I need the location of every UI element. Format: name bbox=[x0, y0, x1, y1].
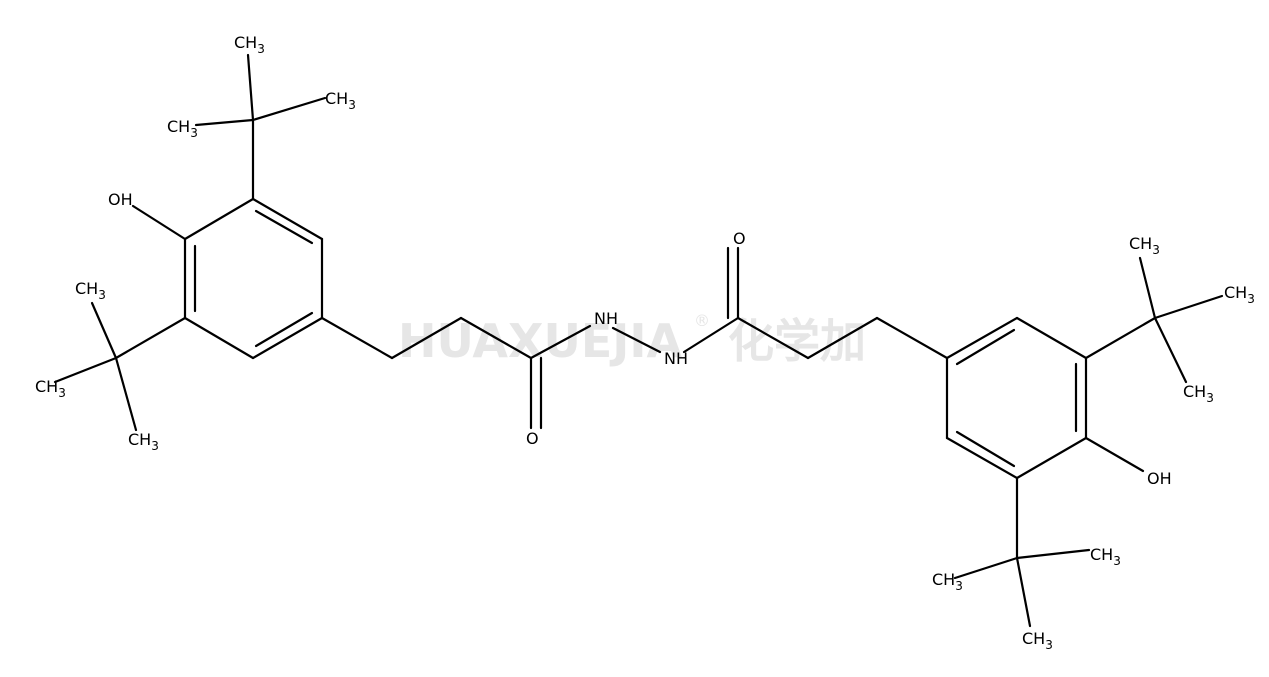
label-nh-right: NH bbox=[664, 349, 688, 368]
label-ch3-left-top-left: CH3 bbox=[167, 117, 198, 140]
watermark-cn: 化学加 bbox=[728, 314, 866, 368]
right-bottom-tert-butyl-bonds bbox=[953, 476, 1091, 628]
right-propanoyl-chain bbox=[682, 246, 949, 360]
label-nh-left: NH bbox=[594, 309, 618, 328]
left-top-tert-butyl-bonds bbox=[194, 53, 327, 201]
label-oh-right: OH bbox=[1147, 469, 1172, 488]
left-bottom-tert-butyl-bonds bbox=[53, 301, 187, 432]
label-ch3-right-top-down: CH3 bbox=[1183, 382, 1214, 405]
label-ch3-left-mid-bottom: CH3 bbox=[128, 430, 159, 453]
left-oh-bond bbox=[131, 204, 187, 241]
right-top-tert-butyl-bonds bbox=[1084, 256, 1224, 384]
label-o-bottom: O bbox=[526, 429, 539, 448]
label-ch3-right-bottom-right: CH3 bbox=[1090, 545, 1121, 568]
label-ch3-left-top-right: CH3 bbox=[325, 89, 356, 112]
label-ch3-right-bottom-left: CH3 bbox=[932, 570, 963, 593]
atom-labels: CH3 CH3 CH3 OH CH3 CH3 CH3 NH NH O O CH3… bbox=[35, 33, 1255, 652]
left-propanoyl-chain bbox=[320, 316, 592, 430]
label-oh-left: OH bbox=[108, 190, 133, 209]
right-oh-bond bbox=[1084, 436, 1145, 473]
label-ch3-top: CH3 bbox=[234, 33, 265, 56]
watermark-registered-mark: ® bbox=[694, 311, 710, 330]
label-ch3-right-top-right: CH3 bbox=[1224, 283, 1255, 306]
label-o-top: O bbox=[733, 229, 746, 248]
label-ch3-left-mid-left: CH3 bbox=[35, 377, 66, 400]
n-n-bond bbox=[611, 326, 662, 354]
label-ch3-left-mid-top: CH3 bbox=[75, 279, 106, 302]
label-ch3-right-top-up: CH3 bbox=[1129, 234, 1160, 257]
watermark: HUAXUEJIA ® 化学加 bbox=[398, 311, 866, 368]
right-benzene-ring bbox=[945, 316, 1088, 480]
left-benzene-ring bbox=[183, 197, 324, 360]
label-ch3-right-bottom-down: CH3 bbox=[1022, 629, 1053, 652]
